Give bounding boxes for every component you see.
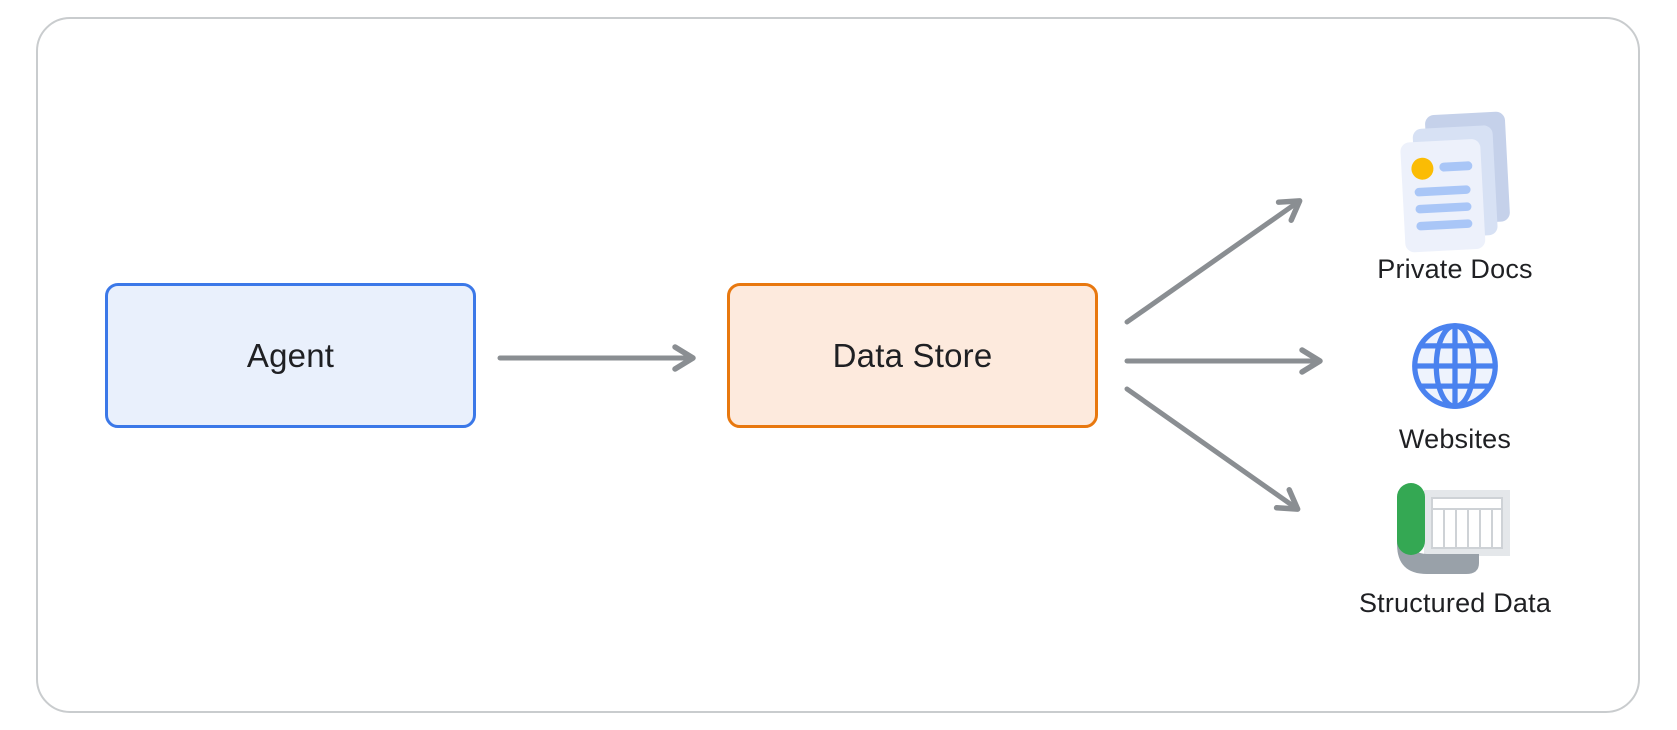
spreadsheet-scroll-icon: [1397, 483, 1510, 574]
data-store-node: Data Store: [727, 283, 1098, 428]
data-store-node-label: Data Store: [832, 336, 993, 374]
target-structured-data: Structured Data: [1340, 480, 1570, 619]
globe-icon: [1412, 323, 1498, 409]
documents-stack-icon: [1399, 111, 1510, 253]
target-private-docs: Private Docs: [1340, 100, 1570, 285]
agent-node-label: Agent: [246, 336, 335, 374]
private-docs-label: Private Docs: [1377, 254, 1533, 284]
agent-node: Agent: [105, 283, 476, 428]
structured-data-label: Structured Data: [1358, 588, 1552, 618]
websites-label: Websites: [1398, 424, 1512, 454]
target-websites: Websites: [1340, 320, 1570, 455]
